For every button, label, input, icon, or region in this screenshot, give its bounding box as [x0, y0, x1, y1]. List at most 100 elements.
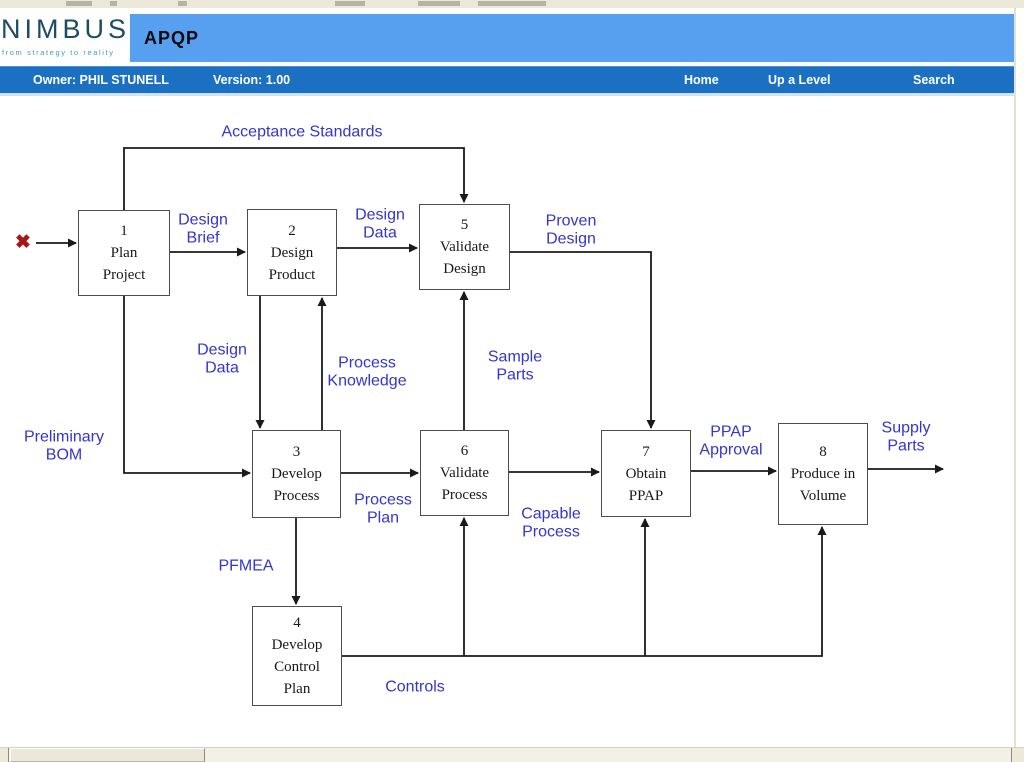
- flow-label-line: Parts: [496, 366, 534, 383]
- process-box-number: 5: [460, 217, 469, 233]
- chrome-artifact: [178, 1, 187, 6]
- edge-5-to-7-proven-design: [510, 251, 656, 429]
- process-box-title-line: Obtain: [625, 465, 667, 482]
- scroll-right-button[interactable]: [1011, 748, 1024, 762]
- flow-label-line: Design: [197, 341, 247, 359]
- process-box-title-line: Produce in: [790, 466, 856, 482]
- process-box-title-line: Plan: [283, 681, 311, 697]
- process-box-title-line: Design: [443, 261, 486, 277]
- flow-label-line: Design: [546, 230, 596, 247]
- version-label: Version: 1.00: [213, 73, 291, 87]
- chrome-artifact: [110, 1, 117, 6]
- chrome-artifact: [418, 1, 460, 6]
- nimbus-logo: NIMBUS from strategy to reality: [0, 8, 130, 64]
- process-box-title-line: Develop: [271, 637, 323, 653]
- edge-4-controls-to-8: [342, 526, 827, 657]
- flow-label-line: Acceptance Standards: [221, 123, 383, 141]
- process-box-number: 2: [288, 222, 296, 239]
- process-box-title-line: Develop: [271, 466, 322, 482]
- nav-home[interactable]: Home: [684, 73, 719, 87]
- scroll-left-button[interactable]: [0, 748, 9, 762]
- flow-label-line: Process: [522, 523, 580, 540]
- flow-label-line: BOM: [45, 446, 83, 463]
- process-box-title-line: Process: [273, 488, 320, 504]
- flow-label-line: Proven: [545, 212, 597, 230]
- process-box-number: 7: [642, 443, 650, 460]
- process-box-title-line: Design: [270, 244, 314, 261]
- process-box-number: 3: [292, 444, 301, 460]
- edge-1-to-3-preliminary-bom: [123, 296, 251, 478]
- chrome-artifact: [478, 1, 546, 6]
- flow-label-line: Design: [178, 211, 228, 229]
- chrome-artifact: [335, 1, 365, 6]
- flow-label-line: Brief: [186, 229, 220, 246]
- flow-label-line: Plan: [366, 509, 400, 526]
- process-box-number: 1: [120, 223, 128, 239]
- page-title: APQP: [144, 28, 200, 48]
- process-box-number: 8: [819, 444, 827, 460]
- flow-label-controls: Controls: [385, 678, 445, 696]
- nav-search[interactable]: Search: [913, 73, 955, 87]
- flow-label-line: Approval: [699, 441, 763, 458]
- nav-up-a-level[interactable]: Up a Level: [768, 73, 831, 87]
- process-box-title-line: Plan: [110, 245, 138, 261]
- flow-label-line: Data: [363, 224, 397, 241]
- flow-label-line: PPAP: [710, 423, 752, 441]
- process-box-title-line: Validate: [439, 465, 490, 481]
- flow-label-line: Knowledge: [327, 372, 407, 389]
- flow-label-line: Data: [205, 359, 239, 376]
- horizontal-scrollbar-thumb[interactable]: [10, 748, 205, 762]
- flow-label-acceptance-standards: Acceptance Standards: [222, 123, 383, 141]
- process-box-title-line: Validate: [439, 239, 490, 255]
- flow-label-line: Process: [354, 491, 412, 509]
- window-top-strip: [0, 0, 1024, 8]
- process-box-title-line: PPAP: [628, 487, 664, 504]
- flow-label-line: Sample: [487, 348, 543, 366]
- nimbus-logo-text: NIMBUS: [1, 14, 131, 44]
- flow-label-line: Parts: [887, 437, 925, 454]
- process-box-title-line: Project: [102, 267, 146, 283]
- nimbus-logo-tagline: from strategy to reality: [2, 48, 115, 57]
- flow-label-line: Preliminary: [23, 428, 105, 446]
- window-right-edge: [1014, 8, 1016, 748]
- process-box-title-line: Control: [274, 659, 320, 675]
- process-box-number: 6: [460, 443, 469, 459]
- title-banner: APQP: [130, 14, 1014, 62]
- flow-label-line: Supply: [881, 419, 931, 437]
- process-box-title-line: Product: [268, 266, 316, 283]
- owner-label: Owner: PHIL STUNELL: [33, 73, 169, 87]
- process-box-title-line: Process: [441, 487, 488, 503]
- start-x-icon: ✖: [15, 232, 31, 253]
- edge-1-to-5-acceptance-standards: [123, 147, 469, 210]
- horizontal-scrollbar-track[interactable]: [0, 747, 1024, 762]
- process-box-number: 4: [293, 615, 301, 631]
- flow-label-pfmea: PFMEA: [218, 557, 273, 575]
- flow-label-line: Controls: [385, 678, 445, 696]
- chrome-artifact: [66, 1, 92, 6]
- navbar: Owner: PHIL STUNELL Version: 1.00 Home U…: [0, 66, 1014, 93]
- flow-label-line: Capable: [521, 505, 581, 523]
- flow-label-line: Process: [338, 354, 396, 372]
- flow-label-line: Design: [355, 206, 405, 224]
- navbar-underline: [0, 93, 1014, 96]
